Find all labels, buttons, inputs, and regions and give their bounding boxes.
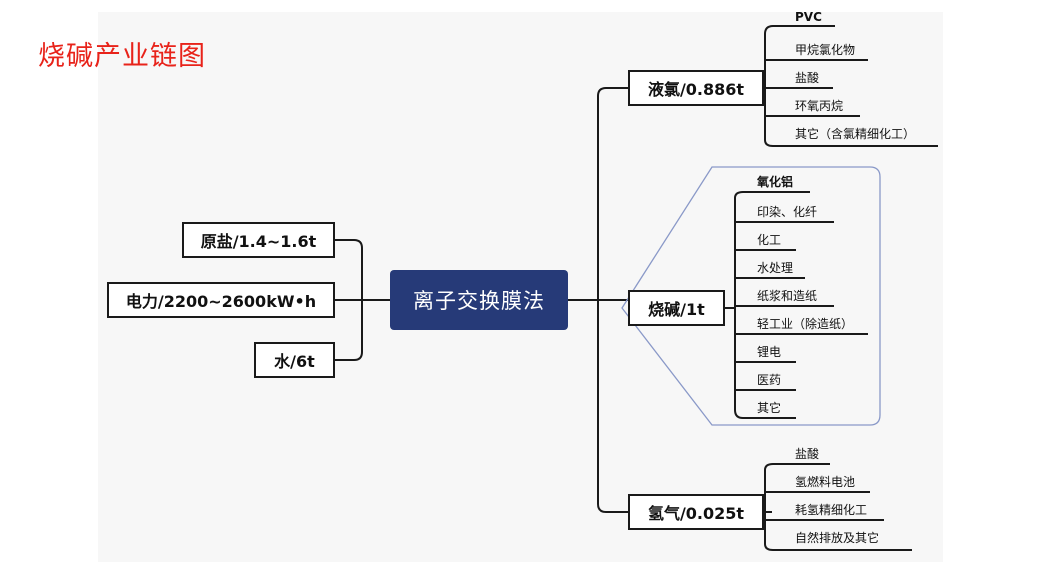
hydrogen-leaf-fuel-cell: 氢燃料电池 [795, 475, 856, 489]
chlorine-leaf-other: 其它（含氯精细化工） [795, 127, 916, 141]
chlorine-leaf-pvc: PVC [795, 10, 822, 24]
soda-leaf-dyeing-fiber: 印染、化纤 [757, 205, 818, 219]
chlorine-leaf-methane-chlorides: 甲烷氯化物 [795, 43, 856, 57]
soda-leaf-lithium-battery: 锂电 [757, 345, 782, 359]
soda-leaf-water-treatment: 水处理 [757, 261, 794, 275]
chlorine-leaf-propylene-oxide: 环氧丙烷 [795, 99, 844, 113]
soda-leaf-pulp-paper: 纸浆和造纸 [757, 289, 818, 303]
soda-leaf-light-industry: 轻工业（除造纸） [757, 317, 854, 331]
hydrogen-leaf-hydrochloric-acid: 盐酸 [795, 447, 820, 461]
hydrogen-leaf-fine-chemical: 耗氢精细化工 [795, 503, 868, 517]
soda-leaf-other: 其它 [757, 401, 782, 415]
center-process: 离子交换膜法 [390, 270, 568, 330]
soda-leaf-medicine: 医药 [757, 373, 782, 387]
output-hydrogen: 氢气/0.025t [628, 494, 764, 530]
soda-leaf-alumina: 氧化铝 [757, 175, 794, 189]
hydrogen-leaf-emission-other: 自然排放及其它 [795, 531, 880, 545]
input-electricity: 电力/2200~2600kW•h [107, 282, 335, 318]
input-water: 水/6t [254, 342, 335, 378]
output-caustic-soda: 烧碱/1t [628, 290, 725, 326]
soda-leaf-chemical: 化工 [757, 233, 782, 247]
input-salt: 原盐/1.4~1.6t [182, 222, 335, 258]
page-title: 烧碱产业链图 [38, 41, 206, 72]
chlorine-leaf-hydrochloric-acid: 盐酸 [795, 71, 820, 85]
output-liquid-chlorine: 液氯/0.886t [628, 70, 764, 106]
